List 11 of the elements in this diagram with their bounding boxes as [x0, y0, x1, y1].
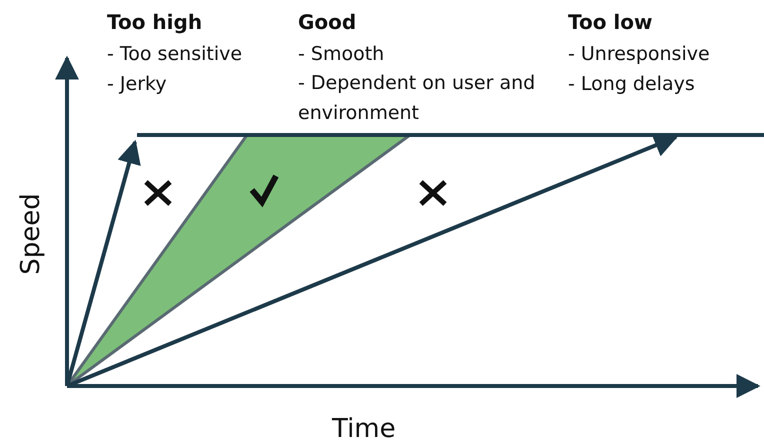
heading: Good [298, 10, 356, 34]
list-item: - Dependent on user and environment [298, 71, 536, 126]
list-item: - Long delays [568, 72, 695, 96]
list-item: - Unresponsive [568, 42, 710, 66]
heading: Too low [568, 10, 653, 34]
heading: Too high [107, 10, 202, 34]
axis-label: Time [332, 414, 396, 444]
list-item: - Smooth [298, 42, 384, 66]
list-item: - Too sensitive [107, 42, 242, 66]
axis-label: Speed [18, 193, 43, 275]
list-item: - Jerky [107, 72, 167, 96]
